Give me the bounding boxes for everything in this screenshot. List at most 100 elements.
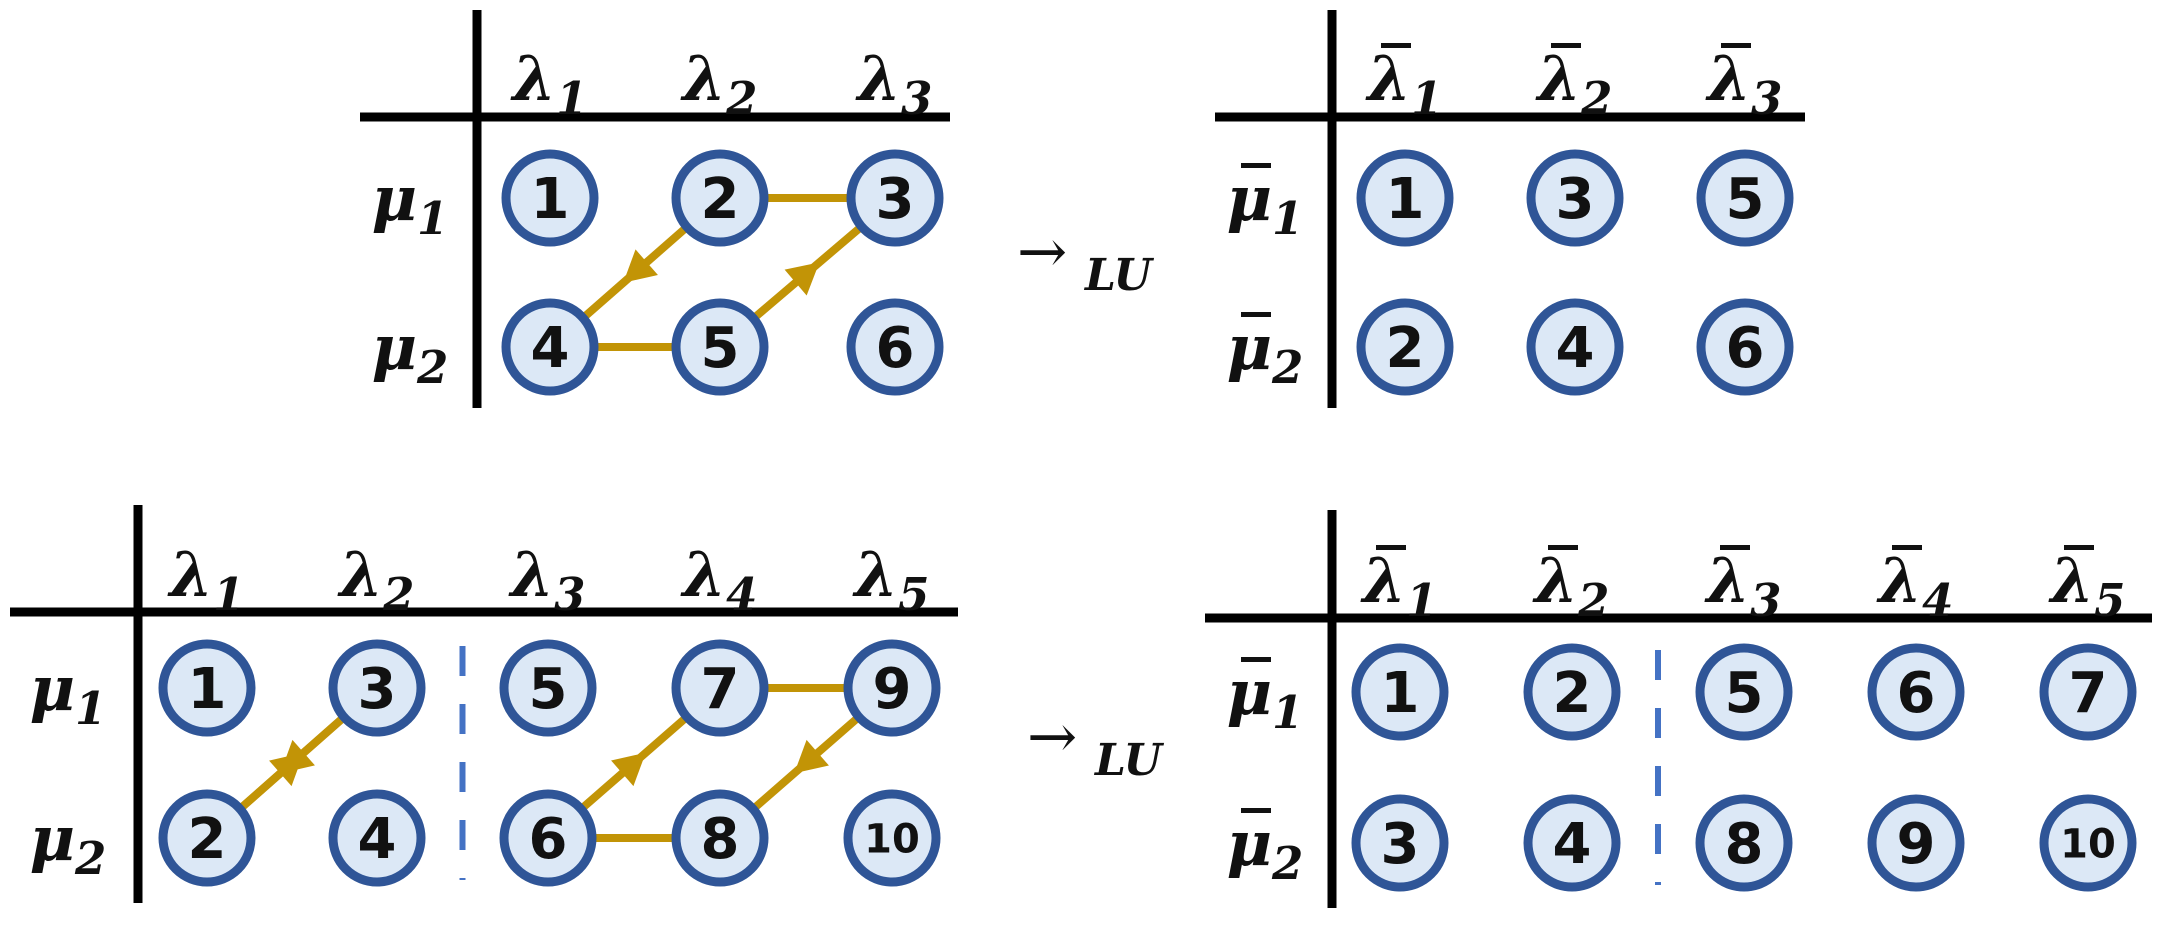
node-circle bbox=[671, 789, 769, 887]
row-header: μ1 bbox=[1227, 162, 1304, 245]
grid-node: 1 bbox=[1351, 643, 1449, 741]
node-circle bbox=[2039, 643, 2137, 741]
svg-text:λ3: λ3 bbox=[855, 42, 933, 125]
column-header: λ2 bbox=[337, 538, 415, 621]
row-header: μ1 bbox=[30, 652, 107, 735]
node-circle bbox=[1351, 643, 1449, 741]
node-number: 8 bbox=[701, 807, 740, 872]
node-circle bbox=[1867, 794, 1965, 892]
node-number: 1 bbox=[1381, 661, 1420, 726]
arrow-symbol: → bbox=[1017, 217, 1067, 287]
column-header: λ2 bbox=[1532, 544, 1610, 627]
grid-node: 2 bbox=[1523, 643, 1621, 741]
grid-node: 1 bbox=[158, 639, 256, 737]
node-number: 8 bbox=[1725, 812, 1764, 877]
node-number: 1 bbox=[1386, 167, 1425, 232]
node-number: 7 bbox=[701, 657, 740, 722]
grid-node: 3 bbox=[328, 639, 426, 737]
node-circle bbox=[1695, 643, 1793, 741]
node-number: 10 bbox=[864, 816, 920, 862]
node-number: 3 bbox=[1556, 167, 1595, 232]
node-circle bbox=[328, 639, 426, 737]
node-circle bbox=[1523, 794, 1621, 892]
arrow-symbol: → bbox=[1027, 702, 1077, 772]
arrow-head-icon bbox=[611, 752, 646, 787]
node-number: 4 bbox=[358, 807, 397, 872]
grid-node: 4 bbox=[501, 298, 599, 396]
node-circle bbox=[1696, 149, 1794, 247]
svg-text:λ3: λ3 bbox=[1705, 42, 1783, 125]
grid-node: 10 bbox=[2039, 794, 2137, 892]
panel-top-right bbox=[1215, 10, 1805, 408]
node-circle bbox=[1356, 149, 1454, 247]
node-circle bbox=[501, 298, 599, 396]
grid-node: 1 bbox=[1356, 149, 1454, 247]
grid-node: 3 bbox=[846, 149, 944, 247]
node-number: 9 bbox=[873, 657, 912, 722]
column-header: λ4 bbox=[1876, 544, 1954, 627]
grid-node: 6 bbox=[1867, 643, 1965, 741]
node-number: 6 bbox=[1897, 661, 1936, 726]
node-number: 5 bbox=[1725, 661, 1764, 726]
row-header: μ2 bbox=[30, 802, 107, 885]
grid-node: 2 bbox=[158, 789, 256, 887]
grid-node: 2 bbox=[1356, 298, 1454, 396]
row-header: μ2 bbox=[372, 311, 449, 394]
svg-text:μ2: μ2 bbox=[30, 802, 107, 885]
node-number: 4 bbox=[1553, 812, 1592, 877]
svg-text:μ1: μ1 bbox=[1227, 162, 1304, 245]
row-header: μ1 bbox=[372, 162, 449, 245]
svg-text:λ5: λ5 bbox=[852, 538, 930, 621]
column-header: λ4 bbox=[680, 538, 758, 621]
svg-text:λ5: λ5 bbox=[2048, 544, 2126, 627]
node-number: 2 bbox=[1553, 661, 1592, 726]
svg-text:λ4: λ4 bbox=[1876, 544, 1954, 627]
node-circle bbox=[1696, 298, 1794, 396]
node-number: 3 bbox=[876, 167, 915, 232]
node-number: 6 bbox=[1726, 316, 1765, 381]
node-number: 3 bbox=[1381, 812, 1420, 877]
node-number: 6 bbox=[529, 807, 568, 872]
grid-node: 9 bbox=[843, 639, 941, 737]
node-circle bbox=[843, 639, 941, 737]
column-header: λ1 bbox=[1365, 42, 1443, 125]
column-header: λ3 bbox=[508, 538, 586, 621]
node-number: 10 bbox=[2060, 821, 2116, 867]
node-number: 4 bbox=[531, 316, 570, 381]
lu-subscript: LU bbox=[1083, 250, 1155, 301]
grid-node: 5 bbox=[499, 639, 597, 737]
lu-subscript: LU bbox=[1093, 735, 1165, 786]
lu-transform-arrow: → LU bbox=[1017, 217, 1155, 301]
grid-node: 1 bbox=[501, 149, 599, 247]
svg-text:μ2: μ2 bbox=[372, 311, 449, 394]
grid-node: 8 bbox=[1695, 794, 1793, 892]
node-circle bbox=[671, 639, 769, 737]
node-number: 5 bbox=[1726, 167, 1765, 232]
svg-text:μ1: μ1 bbox=[30, 652, 107, 735]
grid-node: 9 bbox=[1867, 794, 1965, 892]
node-number: 4 bbox=[1556, 316, 1595, 381]
arrow-head-icon bbox=[623, 249, 658, 283]
svg-text:λ2: λ2 bbox=[1535, 42, 1613, 125]
svg-text:μ2: μ2 bbox=[1227, 807, 1304, 890]
grid-node: 5 bbox=[1696, 149, 1794, 247]
grid-node: 3 bbox=[1351, 794, 1449, 892]
node-circle bbox=[1867, 643, 1965, 741]
column-header: λ1 bbox=[1360, 544, 1438, 627]
grid-node: 5 bbox=[1695, 643, 1793, 741]
node-circle bbox=[1695, 794, 1793, 892]
node-circle bbox=[501, 149, 599, 247]
grid-node: 7 bbox=[671, 639, 769, 737]
node-number: 9 bbox=[1897, 812, 1936, 877]
node-circle bbox=[158, 639, 256, 737]
svg-text:λ1: λ1 bbox=[1365, 42, 1443, 125]
svg-text:λ1: λ1 bbox=[167, 538, 245, 621]
column-header: λ5 bbox=[852, 538, 930, 621]
svg-text:μ1: μ1 bbox=[372, 162, 449, 245]
node-number: 1 bbox=[188, 657, 227, 722]
svg-text:μ1: μ1 bbox=[1227, 656, 1304, 739]
panel-bottom-left bbox=[10, 505, 958, 903]
node-number: 5 bbox=[529, 657, 568, 722]
grid-node: 6 bbox=[499, 789, 597, 887]
